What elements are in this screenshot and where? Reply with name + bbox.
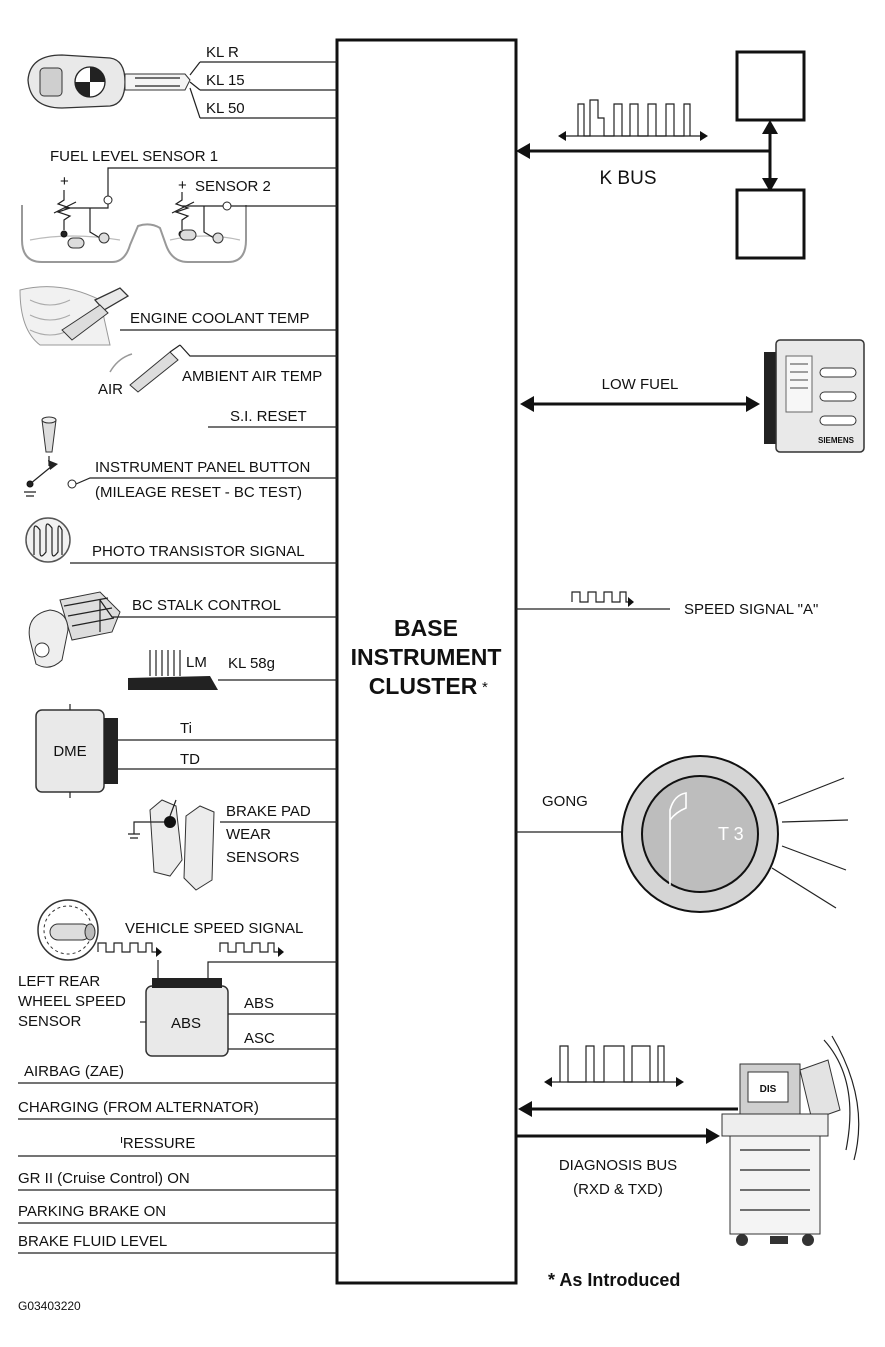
- dme-label: DME: [53, 743, 86, 760]
- abs-box-label: ABS: [171, 1015, 201, 1032]
- speed-signal-waveform-icon: [571, 591, 634, 607]
- air-label: AIR: [98, 381, 123, 398]
- left-rear-label-3: SENSOR: [18, 1013, 82, 1030]
- dme-module-icon: [35, 704, 118, 798]
- si-reset-label: S.I. RESET: [230, 408, 307, 425]
- ignition-key-icon: [27, 54, 191, 109]
- figure-id: G03403220: [18, 1299, 81, 1313]
- svg-text:+: +: [60, 173, 69, 190]
- cluster-title-line1: BASE: [394, 615, 458, 641]
- photo-label: PHOTO TRANSISTOR SIGNAL: [92, 543, 305, 560]
- airbag-label: AIRBAG (ZAE): [24, 1063, 124, 1080]
- vehicle-speed-waveform-icon: [219, 942, 284, 957]
- dis-tester-icon: [721, 1035, 860, 1246]
- base-instrument-cluster-block: [335, 38, 518, 1285]
- bc-stalk-label: BC STALK CONTROL: [132, 597, 281, 614]
- kl-r-label: KL R: [206, 44, 239, 61]
- abs-line-label: ABS: [244, 995, 274, 1012]
- charging-label: CHARGING (FROM ALTERNATOR): [18, 1099, 259, 1116]
- siemens-label: SIEMENS: [818, 436, 855, 445]
- speed-signal-label: SPEED SIGNAL "A": [684, 601, 818, 618]
- cluster-title-line3: CLUSTER: [369, 673, 478, 699]
- light-module-icon: [128, 650, 218, 690]
- k-bus-module-bottom: [735, 188, 806, 260]
- low-fuel-label: LOW FUEL: [602, 376, 679, 393]
- td-label: TD: [180, 751, 200, 768]
- lm-label: LM: [186, 654, 207, 671]
- asc-line-label: ASC: [244, 1030, 275, 1047]
- fuel-sensor-1-label: FUEL LEVEL SENSOR 1: [50, 148, 218, 165]
- ambient-label: AMBIENT AIR TEMP: [182, 368, 322, 385]
- coolant-sensor-icon: [19, 286, 130, 346]
- panel-button-icon: [24, 416, 77, 497]
- cluster-title-line2: INSTRUMENT: [351, 644, 502, 670]
- pressure-label: ᑊRESSURE: [120, 1135, 195, 1152]
- k-bus-waveform-icon: [558, 99, 708, 141]
- brake-pad-icon: [128, 799, 215, 891]
- wheel-speed-waveform-icon: [97, 942, 162, 957]
- diagnosis-label-1: DIAGNOSIS BUS: [559, 1157, 677, 1174]
- fuel-tank-icon: + +: [21, 167, 337, 263]
- wheel-speed-sensor-icon: [37, 899, 99, 961]
- left-rear-label-1: LEFT REAR: [18, 973, 100, 990]
- as-introduced-note: * As Introduced: [548, 1270, 680, 1290]
- panel-button-line: [75, 477, 337, 485]
- left-rear-label-2: WHEEL SPEED: [18, 993, 126, 1010]
- ti-label: Ti: [180, 720, 192, 737]
- ambient-sensor-icon: [109, 344, 181, 393]
- gr2-label: GR II (Cruise Control) ON: [18, 1170, 190, 1187]
- abs-module-icon: [140, 978, 229, 1057]
- dis-label: DIS: [760, 1084, 777, 1095]
- coolant-label: ENGINE COOLANT TEMP: [130, 310, 309, 327]
- photo-transistor-icon: [25, 517, 71, 563]
- vehicle-speed-label: VEHICLE SPEED SIGNAL: [125, 920, 303, 937]
- diagnosis-label-2: (RXD & TXD): [573, 1181, 663, 1198]
- brake-pad-label-2: WEAR: [226, 826, 271, 843]
- parking-label: PARKING BRAKE ON: [18, 1203, 166, 1220]
- panel-button-sublabel: (MILEAGE RESET - BC TEST): [95, 484, 302, 501]
- cluster-asterisk: *: [482, 679, 488, 696]
- gong-speaker-icon: [621, 755, 849, 913]
- bc-stalk-icon: [28, 591, 121, 668]
- siemens-module-icon: [764, 339, 865, 453]
- vehicle-speed-line: [207, 961, 337, 978]
- t3-label: T 3: [718, 824, 744, 844]
- brake-pad-label-1: BRAKE PAD: [226, 803, 311, 820]
- kl58g-label: KL 58g: [228, 655, 275, 672]
- bc-stalk-line: [99, 599, 337, 618]
- gong-label: GONG: [542, 793, 588, 810]
- diagnosis-waveform-icon: [544, 1045, 684, 1087]
- kl-15-label: KL 15: [206, 72, 245, 89]
- kl-50-label: KL 50: [206, 100, 245, 117]
- k-bus-module-top: [735, 50, 806, 122]
- brake-pad-label-3: SENSORS: [226, 849, 299, 866]
- brake-fluid-label: BRAKE FLUID LEVEL: [18, 1233, 167, 1250]
- svg-text:+: +: [178, 177, 187, 194]
- k-bus-label: K BUS: [599, 168, 656, 189]
- sensor-2-label: SENSOR 2: [195, 178, 271, 195]
- ambient-line: [179, 344, 337, 357]
- panel-button-label: INSTRUMENT PANEL BUTTON: [95, 459, 310, 476]
